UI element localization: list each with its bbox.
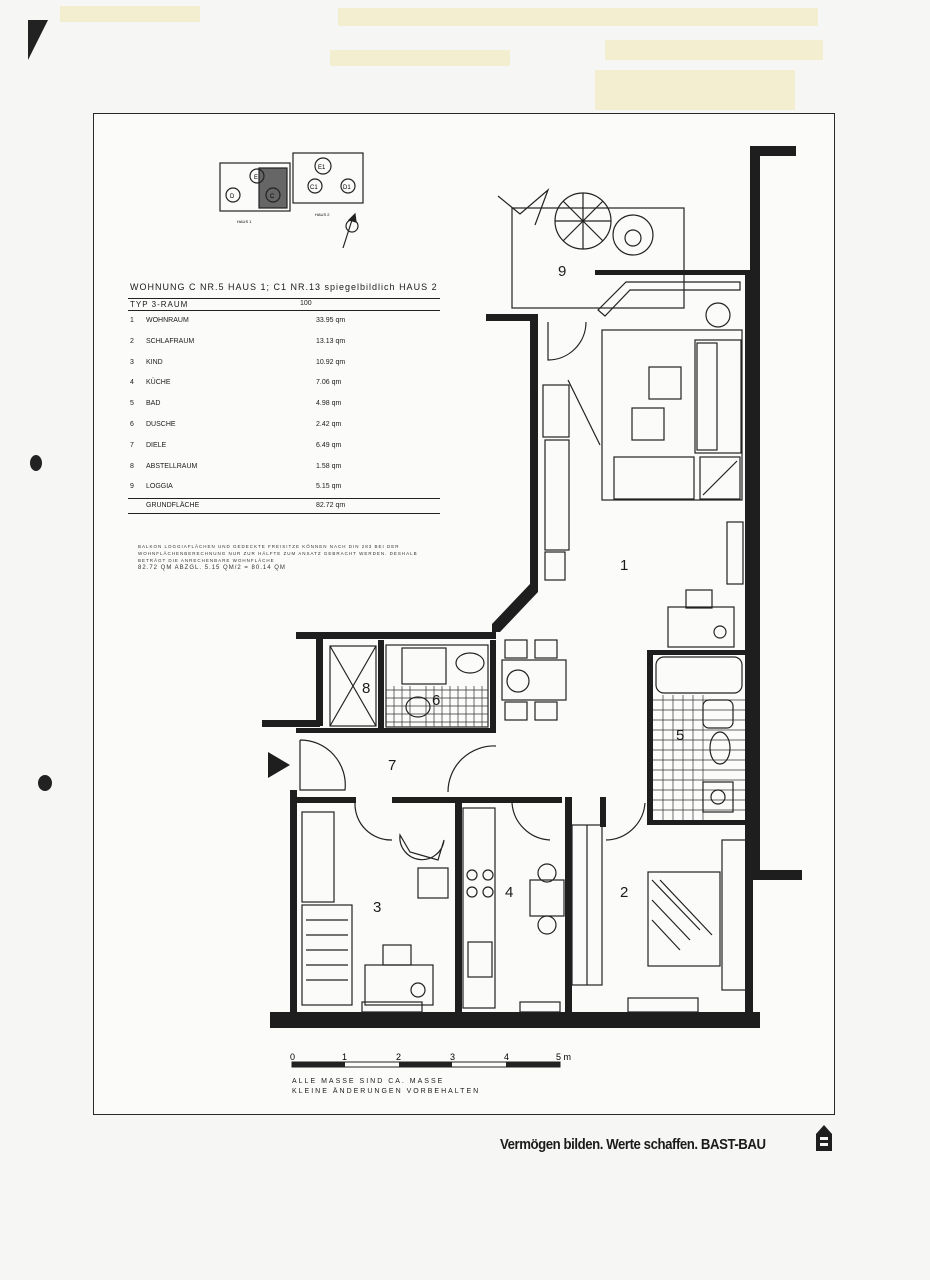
tape-strip: [60, 6, 200, 22]
scale-tick: 5 m: [556, 1052, 571, 1062]
key-label: C: [270, 194, 275, 200]
plan-frame: [93, 113, 835, 1115]
room-number-living: 1: [620, 557, 628, 574]
room-number-bedroom: 2: [620, 884, 628, 901]
tape-strip: [338, 8, 818, 26]
tape-strip: [605, 40, 823, 60]
room-number-hall: 7: [388, 757, 396, 774]
corner-mark: [28, 20, 48, 60]
tape-strip: [330, 50, 510, 66]
room-number-shower: 6: [432, 692, 440, 709]
scale-note: ALLE MASSE SIND CA. MASSE: [292, 1078, 445, 1085]
scale-tick: 1: [342, 1052, 347, 1062]
area-note: BALKON LOGGIAFLÄCHEN UND GEDECKTE FREISI…: [138, 543, 438, 572]
key-label: C1: [310, 185, 318, 191]
room-number-storage: 8: [362, 680, 370, 697]
key-label: D: [230, 194, 235, 200]
type-code: 100: [300, 300, 312, 307]
scale-tick: 0: [290, 1052, 295, 1062]
apartment-title: WOHNUNG C NR.5 HAUS 1; C1 NR.13 spiegelb…: [130, 282, 438, 292]
key-label: E1: [318, 165, 326, 171]
area-note-text: BALKON LOGGIAFLÄCHEN UND GEDECKTE FREISI…: [138, 544, 418, 563]
scale-notes: ALLE MASSE SIND CA. MASSE KLEINE ÄNDERUN…: [292, 1077, 480, 1097]
tape-strip: [595, 70, 795, 110]
room-number-kid: 3: [373, 899, 381, 916]
room-number-bath: 5: [676, 727, 684, 744]
room-number-kitchen: 4: [505, 884, 513, 901]
punch-mark: [38, 775, 52, 791]
room-number-loggia: 9: [558, 263, 566, 280]
total-area: 82.72 qm: [316, 502, 346, 510]
scale-bar: 0 1 2 3 4 5 m: [290, 1052, 571, 1068]
scale-tick: 3: [450, 1052, 455, 1062]
tile-pattern: [386, 686, 745, 820]
schedule-header: TYP 3-RAUM 100: [128, 298, 440, 311]
site-key-diagram: D E C E1 C1 D1 HAUS 1 HAUS 2: [219, 152, 364, 249]
scale-tick: 2: [396, 1052, 401, 1062]
north-arrow-icon: [342, 212, 359, 249]
key-house-label: HAUS 2: [315, 212, 330, 217]
scale-note: KLEINE ÄNDERUNGEN VORBEHALTEN: [292, 1088, 481, 1095]
schedule-total: GRUNDFLÄCHE 82.72 qm: [128, 498, 440, 515]
total-label: GRUNDFLÄCHE: [146, 502, 200, 510]
key-label: E: [254, 175, 258, 181]
punch-mark: [30, 455, 42, 471]
entrance-arrow-icon: [268, 752, 290, 778]
bastbau-logo-icon: [816, 1125, 832, 1151]
scale-tick: 4: [504, 1052, 509, 1062]
type-label: TYP 3-RAUM: [130, 300, 189, 309]
area-note-sum: 82.72 qm abzgl. 5.15 qm/2 = 80.14 qm: [138, 565, 286, 571]
key-label: D1: [343, 185, 351, 191]
footer-slogan: Vermögen bilden. Werte schaffen. BAST-BA…: [500, 1136, 766, 1153]
key-house-label: HAUS 1: [237, 219, 252, 224]
